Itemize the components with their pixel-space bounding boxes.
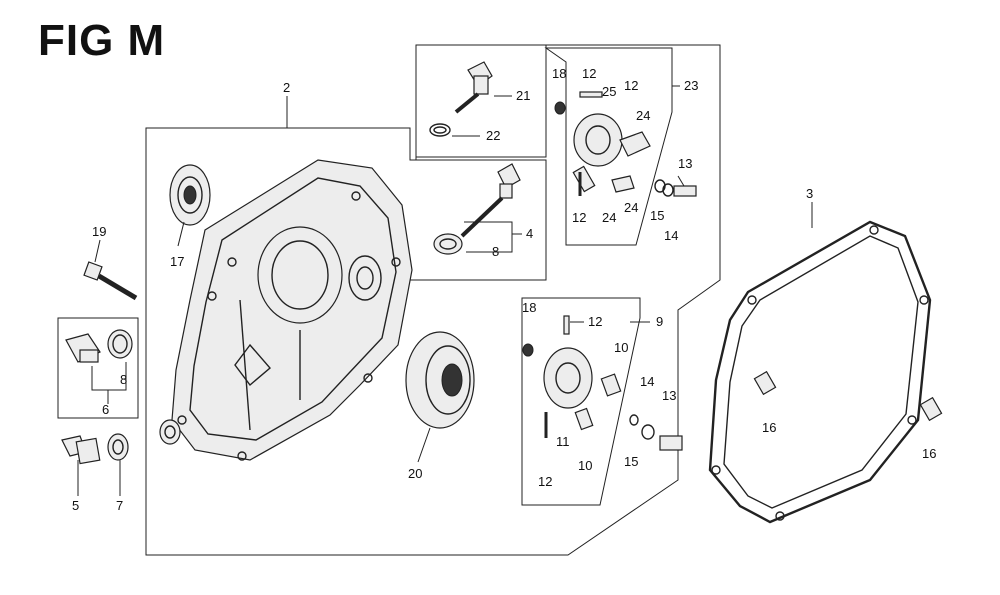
crankcase-cover-part bbox=[171, 159, 413, 461]
callout-13-b: 13 bbox=[662, 388, 676, 403]
callout-24-c: 24 bbox=[624, 200, 638, 215]
callout-15-a: 15 bbox=[650, 208, 664, 223]
callout-2: 2 bbox=[283, 80, 290, 95]
governor-assembly-part bbox=[554, 91, 697, 197]
governor-gear-part bbox=[522, 315, 683, 451]
crankcase-gasket-part bbox=[708, 220, 932, 524]
callout-18-a: 18 bbox=[552, 66, 566, 81]
callout-labels: 2 3 4 5 6 7 8 8 9 10 10 11 12 12 12 12 1… bbox=[72, 66, 936, 513]
callout-9: 9 bbox=[656, 314, 663, 329]
callout-6: 6 bbox=[102, 402, 109, 417]
figure-title: FIG M bbox=[38, 16, 166, 65]
callout-16-b: 16 bbox=[922, 446, 936, 461]
oil-filler-cap-part bbox=[433, 163, 521, 255]
flange-bolt-part bbox=[83, 261, 138, 301]
dowel-pin-part bbox=[753, 370, 943, 422]
callout-24-b: 24 bbox=[602, 210, 616, 225]
oil-filler-frame bbox=[410, 159, 547, 281]
ball-bearing-part bbox=[405, 331, 475, 429]
governor-gear-frame bbox=[521, 297, 641, 506]
callout-22: 22 bbox=[486, 128, 500, 143]
crankcase-cover-frame bbox=[145, 44, 721, 556]
callout-20: 20 bbox=[408, 466, 422, 481]
callout-8-filler: 8 bbox=[492, 244, 499, 259]
governor-assembly-frame bbox=[544, 47, 673, 246]
drain-plug-frame bbox=[57, 317, 139, 419]
oil-level-gauge-part bbox=[429, 61, 493, 137]
callout-3: 3 bbox=[806, 186, 813, 201]
callout-13-a: 13 bbox=[678, 156, 692, 171]
drain-bolt-part bbox=[61, 433, 129, 465]
oil-level-plug-frame bbox=[415, 44, 547, 158]
callout-10-b: 10 bbox=[578, 458, 592, 473]
callout-16-a: 16 bbox=[762, 420, 776, 435]
callout-15-b: 15 bbox=[624, 454, 638, 469]
callout-7: 7 bbox=[116, 498, 123, 513]
callout-12-e: 12 bbox=[538, 474, 552, 489]
callout-14-b: 14 bbox=[640, 374, 654, 389]
callout-10-a: 10 bbox=[614, 340, 628, 355]
callout-19: 19 bbox=[92, 224, 106, 239]
group-frames bbox=[57, 44, 721, 556]
callout-12-d: 12 bbox=[588, 314, 602, 329]
small-oil-seal-part bbox=[159, 419, 181, 445]
callout-14-a: 14 bbox=[664, 228, 678, 243]
callout-24-a: 24 bbox=[636, 108, 650, 123]
callout-5: 5 bbox=[72, 498, 79, 513]
callout-12-b: 12 bbox=[624, 78, 638, 93]
callout-21: 21 bbox=[516, 88, 530, 103]
callout-25: 25 bbox=[602, 84, 616, 99]
leader-lines bbox=[77, 85, 813, 496]
callout-11: 11 bbox=[556, 434, 570, 449]
callout-8-drain: 8 bbox=[120, 372, 127, 387]
drain-plug-part bbox=[65, 329, 133, 363]
callout-4: 4 bbox=[526, 226, 533, 241]
callout-23: 23 bbox=[684, 78, 698, 93]
callout-18-b: 18 bbox=[522, 300, 536, 315]
oil-seal-part bbox=[169, 164, 211, 226]
callout-12-c: 12 bbox=[572, 210, 586, 225]
callout-17: 17 bbox=[170, 254, 184, 269]
callout-12-a: 12 bbox=[582, 66, 596, 81]
